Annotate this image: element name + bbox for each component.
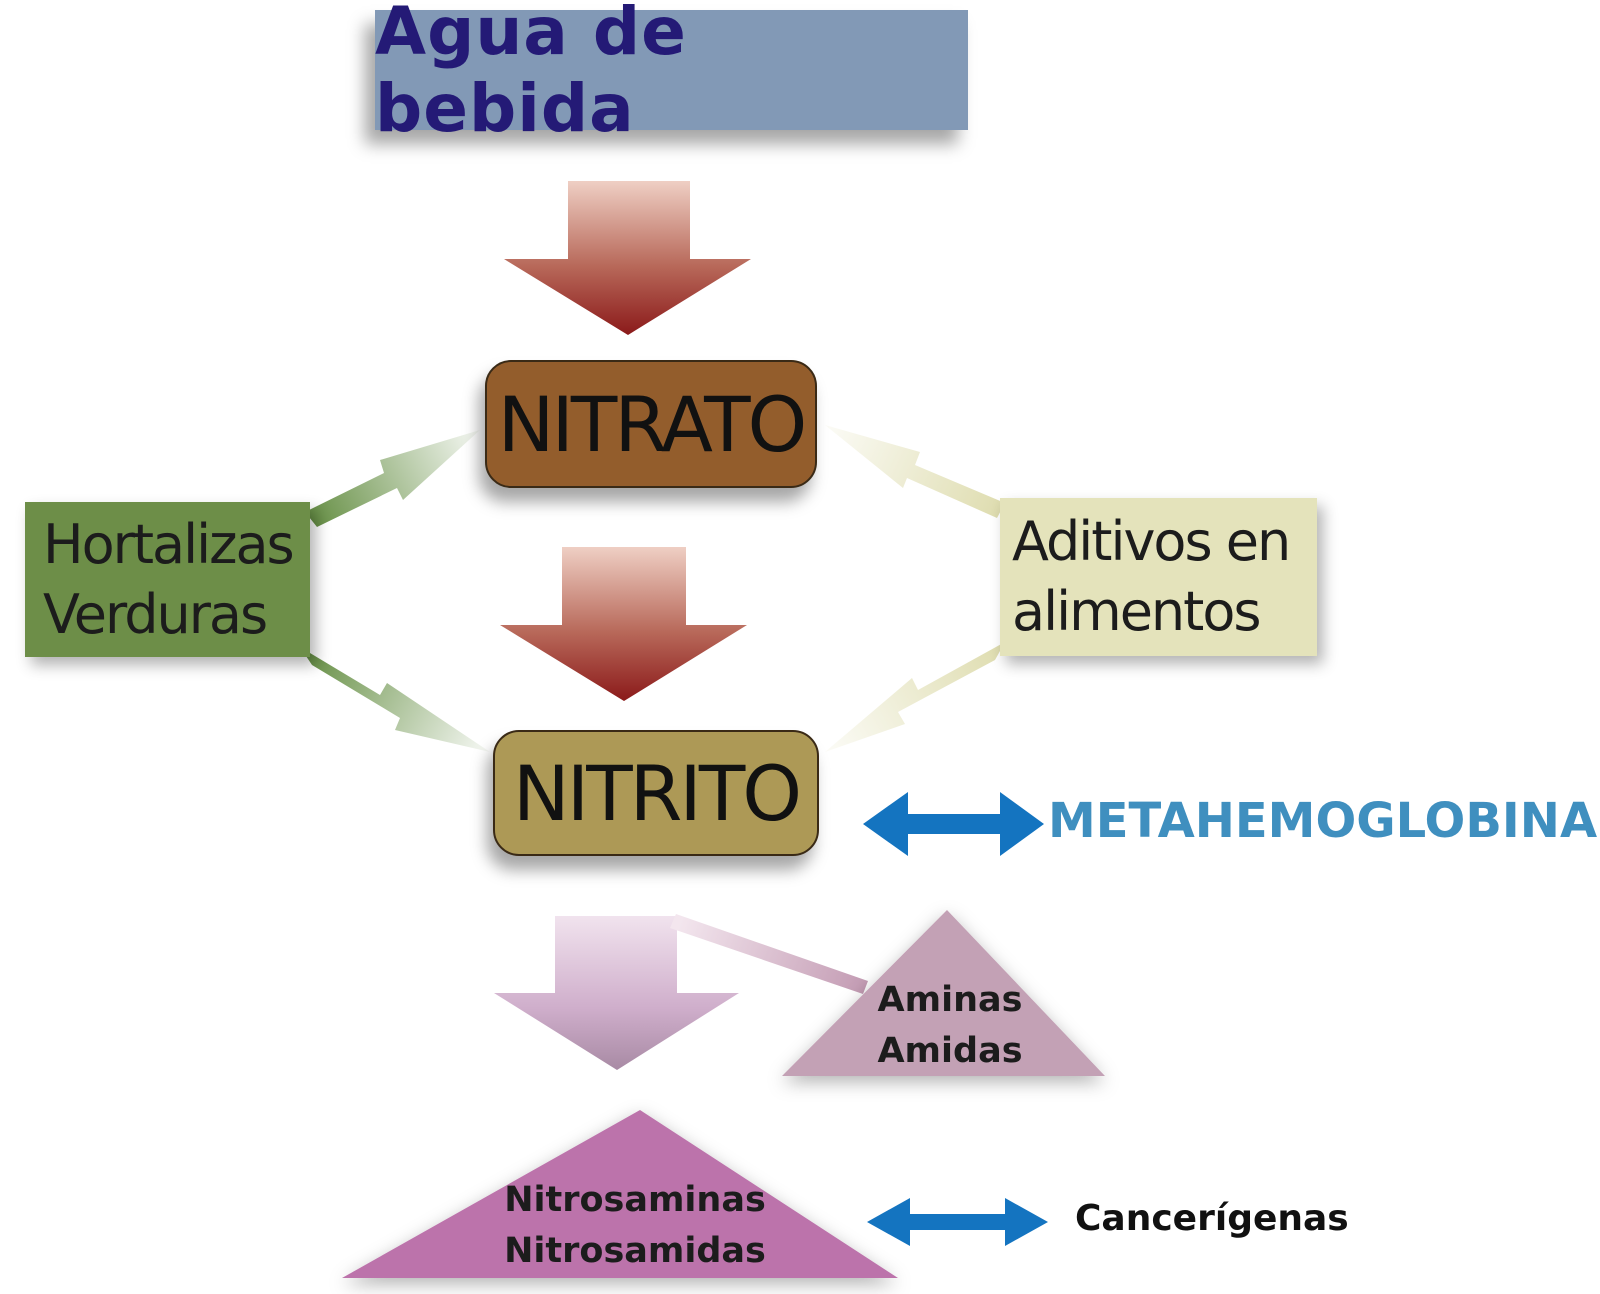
node-hortalizas: Hortalizas Verduras (25, 502, 310, 657)
nitrosaminas-label: Nitrosaminas Nitrosamidas (440, 1175, 830, 1277)
node-aditivos: Aditivos en alimentos (1000, 498, 1317, 656)
node-nitrato: NITRATO (485, 360, 817, 488)
aminas-label: Aminas Amidas (820, 975, 1080, 1077)
node-nitrito: NITRITO (493, 730, 819, 856)
hortalizas-label-line2: Verduras (43, 582, 268, 646)
arrow-aditivos-to-nitrato (825, 425, 1005, 518)
aminas-label-line1: Aminas (877, 980, 1023, 1020)
arrow-aditivos-to-nitrito (825, 642, 1005, 752)
aditivos-label-line2: alimentos (1012, 580, 1262, 643)
triangle-nitrosaminas (342, 1110, 898, 1278)
nitrito-label: NITRITO (512, 748, 802, 838)
nitrosaminas-label-line1: Nitrosaminas (504, 1180, 766, 1220)
nitrosaminas-label-line2: Nitrosamidas (504, 1231, 766, 1271)
connector-aminas (670, 914, 868, 994)
arrow-nitrato-to-nitrito (500, 547, 747, 701)
double-arrow-cancerigenas (867, 1198, 1048, 1246)
arrow-nitrito-to-nitrosaminas (494, 916, 739, 1070)
hortalizas-label-line1: Hortalizas (43, 512, 295, 576)
aditivos-label-line1: Aditivos en (1012, 510, 1291, 573)
arrow-hortalizas-to-nitrito (300, 647, 490, 752)
metahemoglobina-label: METAHEMOGLOBINA (1048, 793, 1598, 849)
nitrato-label: NITRATO (497, 379, 808, 469)
arrow-agua-to-nitrato (504, 181, 751, 335)
cancerigenas-label: Cancerígenas (1075, 1198, 1349, 1239)
double-arrow-metahemoglobina (863, 792, 1044, 856)
triangle-aminas (782, 910, 1105, 1076)
title-agua-de-bebida: Agua de bebida (375, 0, 968, 147)
title-text: Agua de bebida (375, 0, 687, 147)
aminas-label-line2: Amidas (877, 1031, 1023, 1071)
arrow-hortalizas-to-nitrato (305, 430, 480, 527)
